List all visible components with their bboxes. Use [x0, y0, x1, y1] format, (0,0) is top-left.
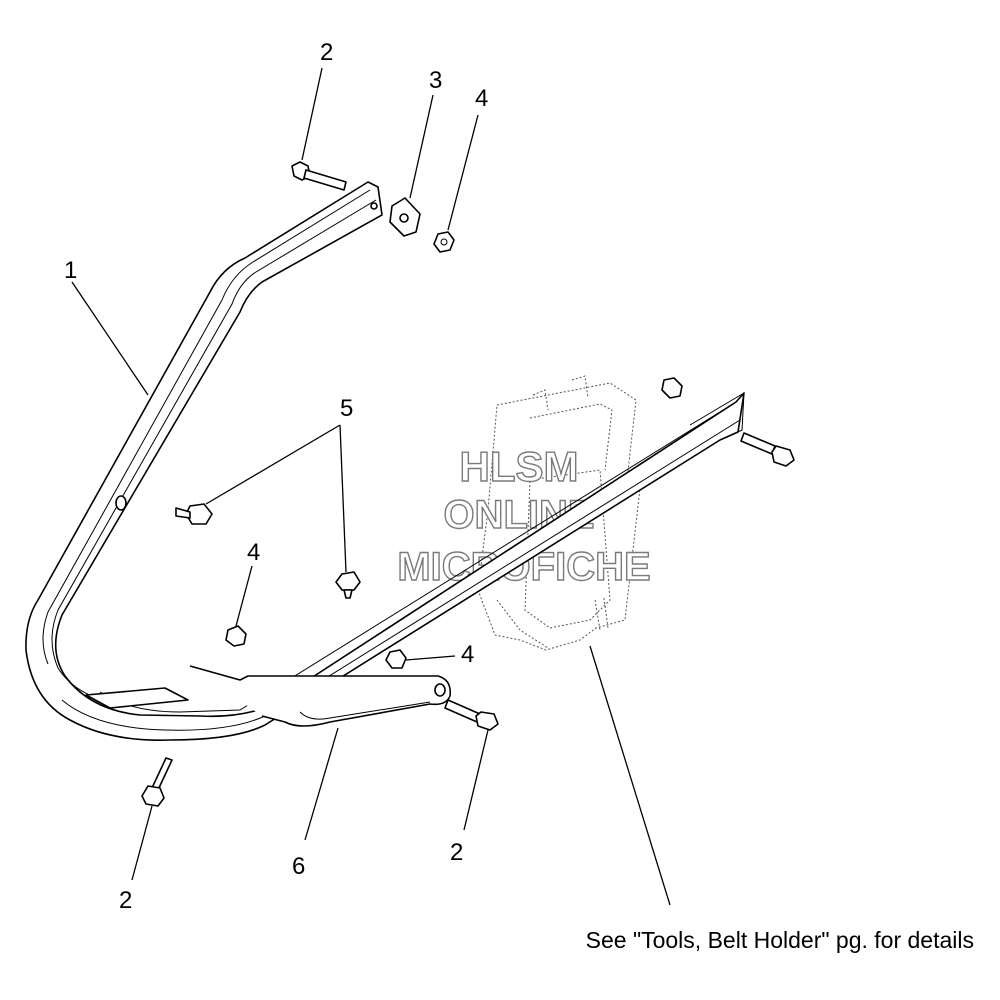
nut-left — [225, 625, 247, 647]
callout-4-left: 4 — [247, 539, 260, 566]
nut-right-top — [661, 377, 683, 399]
callout-1: 1 — [64, 257, 77, 284]
callout-5: 5 — [340, 395, 353, 422]
callout-2-top: 2 — [320, 39, 333, 66]
nut-mid — [385, 649, 407, 669]
plate — [389, 197, 421, 237]
watermark-line-1: HLSM — [460, 443, 579, 490]
callout-2-bottom: 2 — [119, 887, 132, 914]
bolt-top — [291, 161, 347, 191]
belt-holder-outline — [477, 375, 641, 651]
callouts: 1 2 3 4 5 4 4 2 6 2 — [64, 39, 488, 914]
leader-lines — [71, 67, 671, 906]
callout-4-mid: 4 — [461, 641, 474, 668]
callout-3: 3 — [429, 67, 442, 94]
bumper-bar — [25, 181, 745, 741]
bolt-right-mid — [444, 699, 499, 731]
lower-bracket — [85, 665, 452, 727]
callout-6: 6 — [292, 853, 305, 880]
callout-2-right: 2 — [450, 839, 463, 866]
callout-4-top: 4 — [475, 85, 488, 112]
nut-top — [433, 231, 455, 253]
belt-holder-note: See "Tools, Belt Holder" pg. for details — [586, 927, 974, 953]
watermark: HLSM ONLINE MICROFICHE — [397, 442, 652, 589]
push-rivet-upper — [175, 503, 213, 525]
push-rivet-lower — [335, 571, 361, 599]
bolt-right-top — [740, 432, 795, 467]
bolt-bottom — [141, 757, 173, 807]
